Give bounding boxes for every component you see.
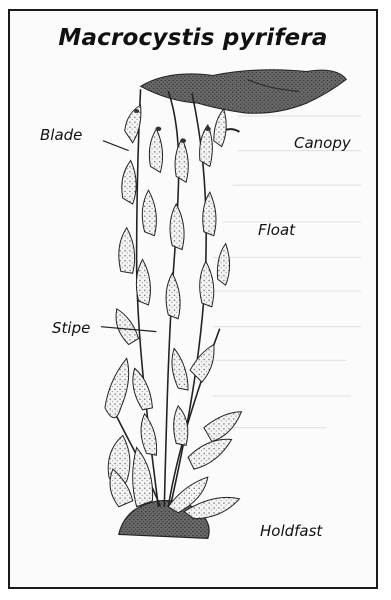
label-holdfast: Holdfast	[260, 522, 322, 540]
canopy-shape	[141, 70, 347, 114]
label-canopy: Canopy	[294, 134, 351, 152]
blade-leader-line	[103, 141, 129, 151]
label-stipe: Stipe	[52, 319, 90, 337]
label-blade: Blade	[40, 126, 82, 144]
diagram-frame: Macrocystis pyrifera	[8, 9, 378, 589]
label-float: Float	[258, 221, 295, 239]
kelp-illustration	[10, 11, 376, 587]
blades	[105, 105, 242, 518]
